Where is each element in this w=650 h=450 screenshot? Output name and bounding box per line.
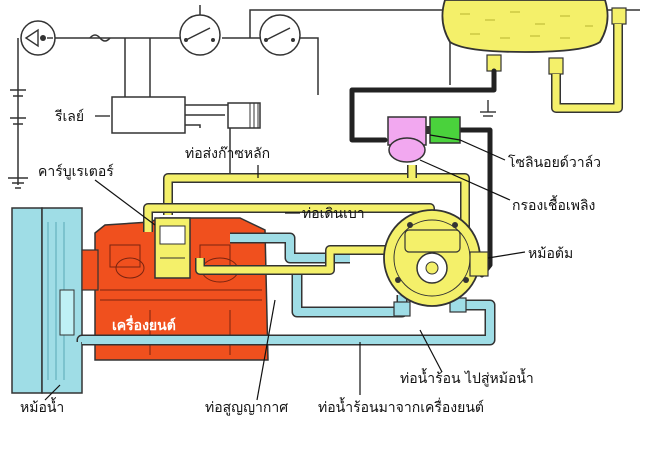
switch-icon: [179, 5, 221, 56]
relay-label: รีเลย์: [55, 108, 85, 125]
hot-water-from-engine-label: ท่อน้ำร้อนมาจากเครื่องยนต์: [318, 397, 484, 416]
hot-water-to-radiator-label: ท่อน้ำร้อน ไปสู่หม้อน้ำ: [400, 368, 534, 387]
vaporizer-label: หม้อต้ม: [528, 246, 573, 262]
relay-box: [111, 96, 186, 134]
engine-label: เครื่องยนต์: [112, 315, 176, 334]
ground-icon: [480, 100, 496, 117]
carburetor-label: คาร์บูเรเตอร์: [38, 163, 114, 180]
vaporizer: [383, 209, 489, 307]
solenoid-valve-label: โซลินอยด์วาล์ว: [508, 154, 601, 171]
main-gas-pipe-label: ท่อส่งก๊าซหลัก: [185, 146, 270, 162]
radiator-label: หม้อน้ำ: [20, 397, 64, 416]
fuel-filter: [387, 116, 427, 163]
leader-lines: [44, 115, 526, 401]
ignition-switch-icon: [20, 20, 56, 56]
radiator: [11, 207, 83, 394]
fuel-filter-label: กรองเชื้อเพลิง: [512, 195, 595, 214]
vacuum-pipe-label: ท่อสูญญากาศ: [205, 400, 288, 416]
idle-pipe-label: ท่อเดินเบา: [302, 206, 365, 222]
carburetor: [154, 217, 191, 279]
gas-pipe-sensor-icon: [227, 102, 261, 129]
switch-icon: [259, 14, 301, 56]
lpg-tank: [441, 0, 627, 113]
engine: [81, 217, 269, 361]
high-pressure-line: [349, 68, 497, 143]
